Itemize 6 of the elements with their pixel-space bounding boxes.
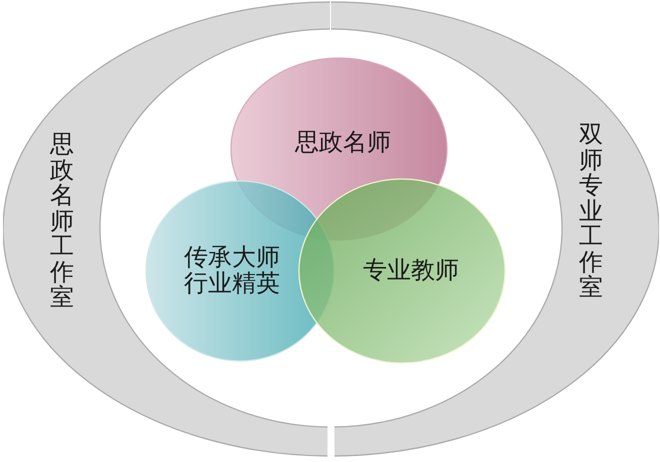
band-label: 思政名师工作室 xyxy=(49,132,75,310)
circle-label: 思政名师 xyxy=(294,129,392,155)
venn-circle xyxy=(298,178,506,364)
circle-label: 传承大师行业精英 xyxy=(183,244,281,296)
band-label: 双师专业工作室 xyxy=(578,122,604,300)
circle-label: 专业教师 xyxy=(362,257,460,283)
